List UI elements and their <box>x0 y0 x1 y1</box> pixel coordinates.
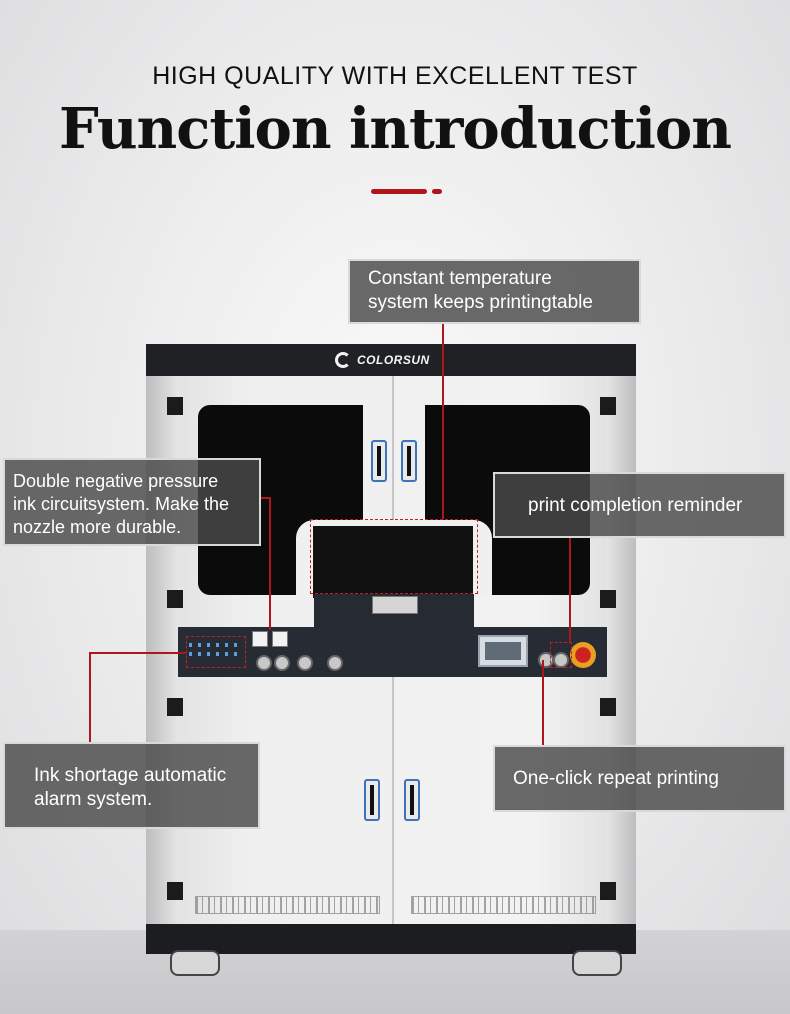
upper-handle-left <box>371 440 387 482</box>
highlight-print-platform <box>310 519 478 594</box>
decorative-pattern <box>411 896 596 914</box>
hinge <box>167 590 183 608</box>
connector-ink-pressure-h <box>259 497 270 499</box>
door-seam-lower <box>392 676 394 924</box>
hinge <box>600 882 616 900</box>
control-panel <box>178 627 607 677</box>
panel-knob <box>256 655 272 671</box>
print-bay <box>313 526 473 598</box>
lower-handle-right <box>404 779 420 821</box>
connector-ink-alarm-h <box>89 652 186 654</box>
panel-knob <box>274 655 290 671</box>
panel-knob <box>327 655 343 671</box>
connector-completion <box>569 537 571 642</box>
cabinet-base <box>146 924 636 954</box>
callout-ink-pressure-line2: ink circuitsystem. Make the <box>13 494 230 514</box>
highlight-completion <box>550 642 572 668</box>
lower-handle-left <box>364 779 380 821</box>
caster-wheel <box>170 950 220 976</box>
callout-completion: print completion reminder <box>493 472 786 538</box>
callout-ink-alarm-line2: alarm system. <box>34 789 153 810</box>
connector-repeat <box>542 660 544 746</box>
connector-ink-alarm-v <box>89 652 91 742</box>
panel-screen <box>478 635 528 667</box>
callout-repeat-text: One-click repeat printing <box>513 768 719 789</box>
callout-ink-pressure: Double negative pressure ink circuitsyst… <box>3 458 261 546</box>
emergency-stop <box>570 642 596 668</box>
callout-completion-text: print completion reminder <box>528 495 743 516</box>
callout-temperature-line2: system keeps printingtable <box>368 292 593 313</box>
title-accent-dot <box>432 189 442 194</box>
panel-knob <box>297 655 313 671</box>
hinge <box>167 397 183 415</box>
connector-temperature <box>442 323 444 519</box>
decorative-pattern <box>195 896 380 914</box>
caster-wheel <box>572 950 622 976</box>
callout-ink-pressure-line3: nozzle more durable. <box>13 517 182 537</box>
hinge <box>167 698 183 716</box>
ink-level-leds <box>186 636 246 668</box>
logo-text: COLORSUN <box>357 353 430 367</box>
upper-handle-right <box>401 440 417 482</box>
hinge <box>167 882 183 900</box>
panel-sockets <box>252 631 288 647</box>
door-seam-upper <box>392 376 394 626</box>
cabinet-side-right <box>606 376 636 928</box>
callout-ink-alarm: Ink shortage automatic alarm system. <box>3 742 260 829</box>
callout-repeat: One-click repeat printing <box>493 745 786 812</box>
hinge <box>600 397 616 415</box>
led-row <box>189 652 241 656</box>
callout-ink-alarm-line1: Ink shortage automatic <box>34 765 227 786</box>
page-title: Function introduction <box>59 96 732 162</box>
hinge <box>600 698 616 716</box>
connector-ink-pressure-v <box>269 497 271 630</box>
callout-temperature-line1: Constant temperature <box>368 268 552 289</box>
print-tray <box>372 596 418 614</box>
hinge <box>600 590 616 608</box>
cabinet-top <box>146 344 636 376</box>
led-row <box>189 643 241 647</box>
callout-ink-pressure-line1: Double negative pressure <box>13 471 219 491</box>
page-subtitle: HIGH QUALITY WITH EXCELLENT TEST <box>152 62 638 90</box>
brand-logo: COLORSUN <box>335 350 430 370</box>
logo-mark-icon <box>335 352 351 368</box>
title-accent-bar <box>371 189 427 194</box>
callout-temperature: Constant temperature system keeps printi… <box>348 259 641 324</box>
